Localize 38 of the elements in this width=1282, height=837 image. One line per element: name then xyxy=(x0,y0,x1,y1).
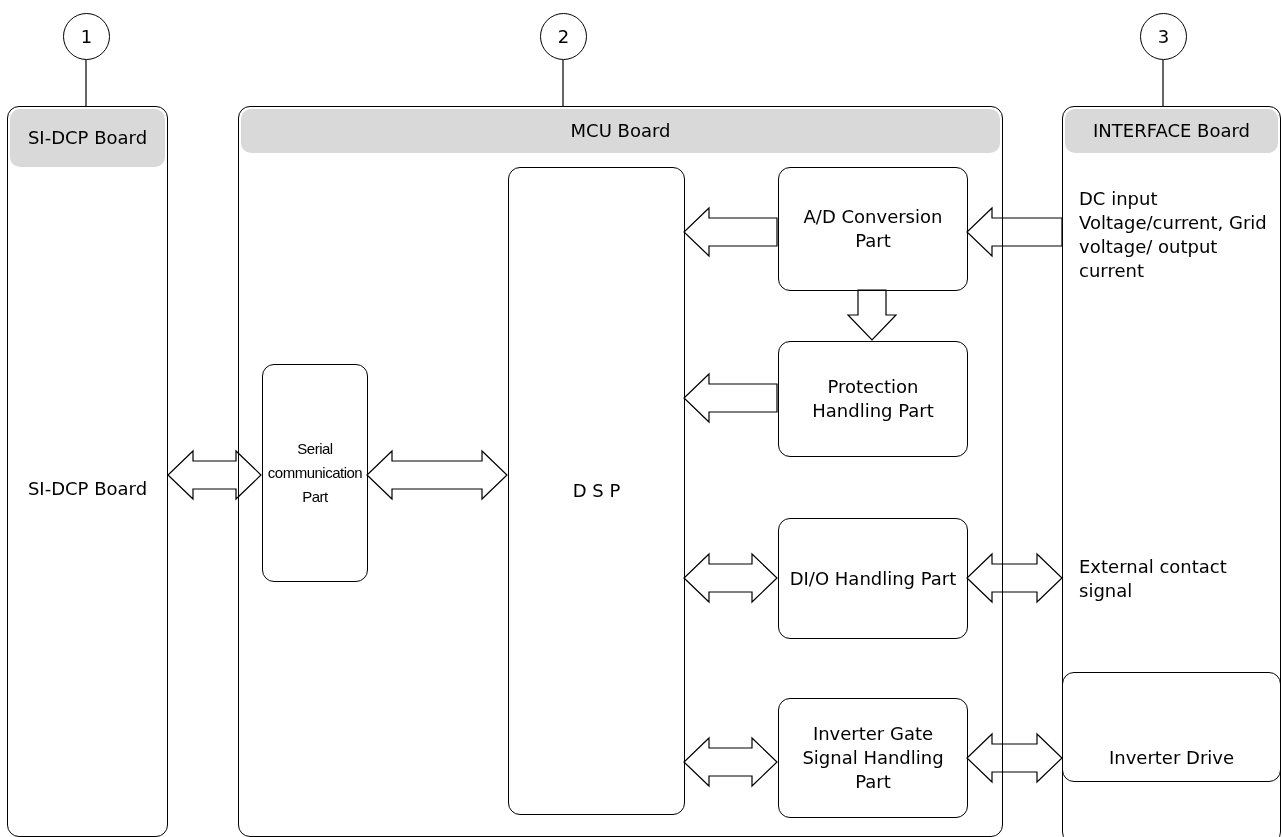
process-box xyxy=(778,167,968,291)
process-box xyxy=(262,364,368,582)
box-label: DI/O Handling Part xyxy=(789,566,957,591)
process-box xyxy=(508,167,685,815)
block-arrow xyxy=(846,289,898,341)
leader-line xyxy=(562,59,564,107)
box-label: Protection Handling Part xyxy=(811,375,935,423)
board-title: MCU Board xyxy=(241,109,1000,153)
board-title: SI-DCP Board xyxy=(10,109,165,167)
box-label: Inverter Gate Signal Handling Part xyxy=(801,722,945,794)
leader-line xyxy=(85,59,87,107)
block-arrow xyxy=(683,206,778,258)
signal-text: External contact signal xyxy=(1079,555,1228,603)
board-panel xyxy=(238,106,1003,837)
leader-line xyxy=(1162,59,1164,107)
block-arrow xyxy=(966,206,1063,258)
callout-number: 1 xyxy=(80,25,93,49)
block-arrow xyxy=(966,552,1063,604)
board-panel xyxy=(7,106,168,837)
block-arrow xyxy=(683,552,778,604)
board-label: SI-DCP Board xyxy=(27,476,148,501)
process-box xyxy=(778,341,968,457)
block-arrow xyxy=(683,736,778,788)
callout-number: 2 xyxy=(557,25,570,49)
board-title: INTERFACE Board xyxy=(1065,109,1278,153)
process-box xyxy=(778,518,968,639)
block-arrow xyxy=(366,449,508,501)
box-label: Inverter Drive xyxy=(1108,746,1235,770)
box-label: A/D Conversion Part xyxy=(802,205,944,253)
block-arrow xyxy=(966,732,1063,784)
block-arrow xyxy=(683,372,778,424)
signal-text: DC input Voltage/current, Grid voltage/ output current xyxy=(1079,187,1268,283)
board-panel xyxy=(1062,106,1281,782)
box-label: Serial communication Part xyxy=(267,439,363,507)
process-box xyxy=(778,698,968,818)
callout-number: 3 xyxy=(1157,25,1170,49)
box-label: D S P xyxy=(572,479,621,503)
block-arrow xyxy=(167,449,262,501)
